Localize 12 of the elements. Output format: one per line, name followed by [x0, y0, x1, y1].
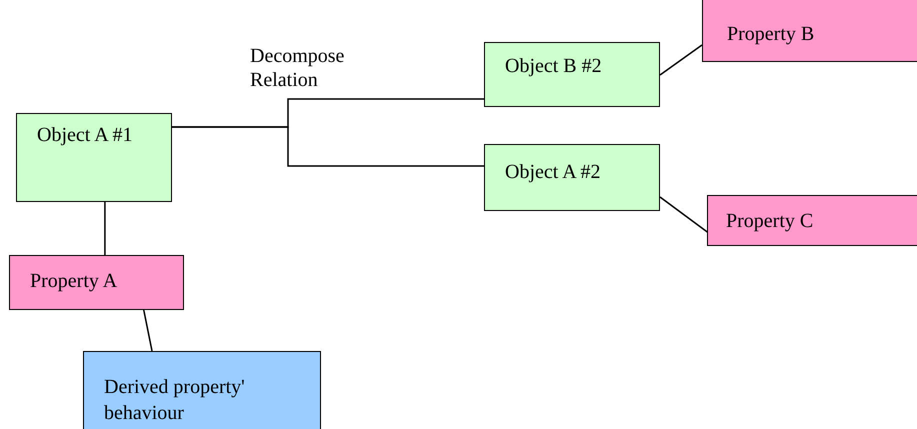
property-box: Property B [702, 0, 917, 62]
relation-label: Decompose Relation [250, 44, 346, 92]
property-box: Property A [9, 255, 184, 310]
connector-line [104, 202, 106, 255]
connector-line [143, 310, 153, 352]
derived-property-box: Derived property' behaviour [83, 351, 321, 429]
connector-line [660, 44, 702, 76]
property-box: Property C [707, 195, 917, 246]
object-box: Object B #2 [484, 42, 660, 107]
connector-line [172, 126, 484, 167]
object-box: Object A #1 [16, 113, 172, 202]
object-box: Object A #2 [484, 144, 660, 211]
